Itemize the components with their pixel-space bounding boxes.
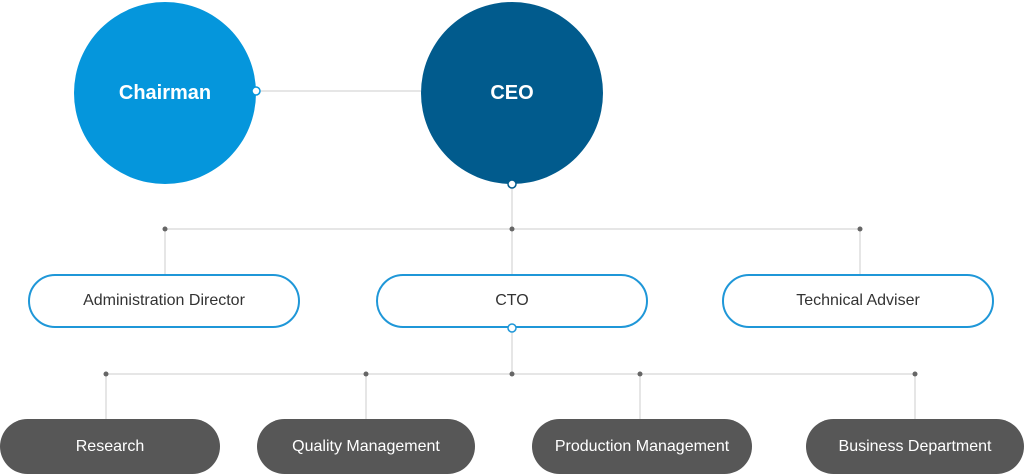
quality-management-label: Quality Management	[292, 437, 440, 455]
business-department-node: Business Department	[806, 419, 1024, 474]
ceo-label: CEO	[490, 81, 534, 104]
junction-dot	[363, 371, 369, 377]
quality-management-node: Quality Management	[257, 419, 475, 474]
junction-dot	[912, 371, 918, 377]
technical-adviser-node: Technical Adviser	[722, 274, 994, 328]
research-node: Research	[0, 419, 220, 474]
junction-dot	[637, 371, 643, 377]
chairman-node: Chairman	[74, 2, 256, 184]
junction-dot	[857, 226, 863, 232]
cto-label: CTO	[495, 292, 529, 309]
junction-dot	[162, 226, 168, 232]
chairman-label: Chairman	[118, 81, 212, 104]
junction-dot	[103, 371, 109, 377]
administration-director-node: Administration Director	[28, 274, 300, 328]
production-management-node: Production Management	[532, 419, 752, 474]
cto-node: CTO	[376, 274, 648, 328]
business-department-label: Business Department	[838, 437, 992, 455]
ceo-node: CEO	[421, 2, 603, 184]
technical-adviser-label: Technical Adviser	[796, 292, 920, 309]
junction-dot	[509, 371, 515, 377]
administration-director-label: Administration Director	[83, 292, 245, 309]
junction-dot	[509, 226, 515, 232]
production-management-label: Production Management	[554, 437, 730, 455]
research-label: Research	[75, 437, 145, 455]
